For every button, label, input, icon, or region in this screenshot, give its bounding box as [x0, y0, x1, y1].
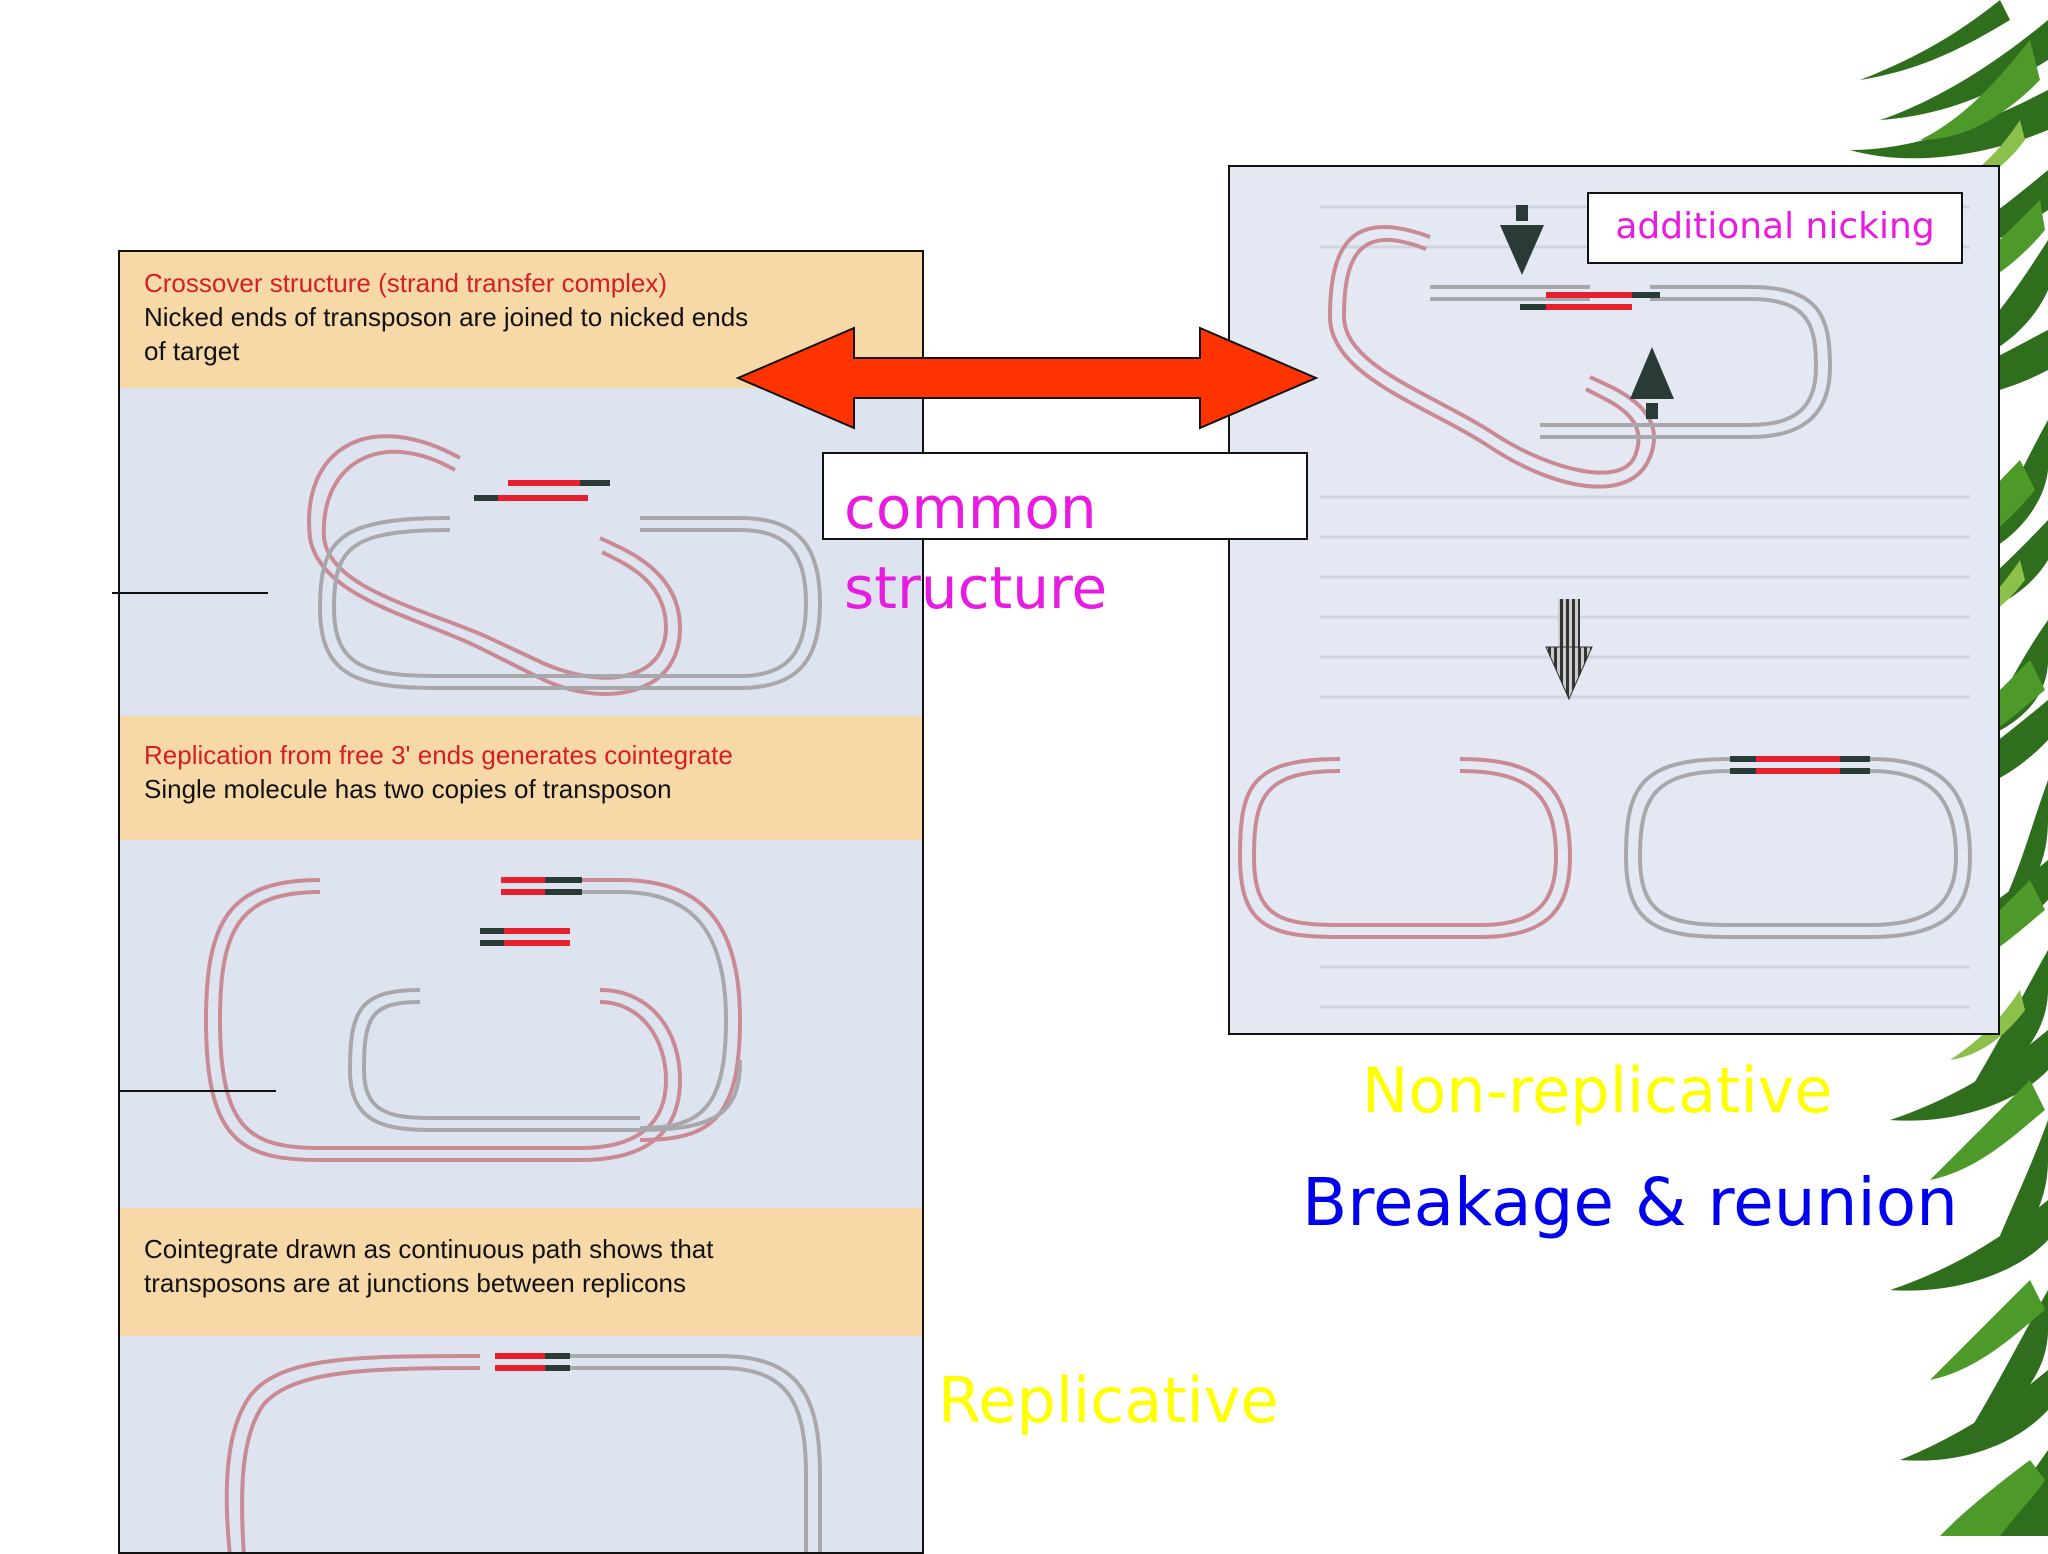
step3-caption-band: Cointegrate drawn as continuous path sho…: [120, 1208, 922, 1336]
non-replicative-transposition-figure: [1228, 165, 2000, 1035]
step2-caption-band: Replication from free 3' ends generates …: [120, 716, 922, 840]
double-headed-arrow-icon: [736, 326, 1319, 430]
step1-text-line2: of target: [144, 336, 240, 366]
pointer-line-1: [112, 592, 268, 594]
continuous-path-diagram: [224, 1353, 822, 1552]
step1-title: Crossover structure (strand transfer com…: [144, 268, 668, 298]
cointegrate-diagram: [203, 877, 743, 1162]
step3-text-line2: transposons are at junctions between rep…: [144, 1268, 686, 1298]
replicative-label: Replicative: [938, 1364, 1279, 1437]
step3-text-line1: Cointegrate drawn as continuous path sho…: [144, 1234, 714, 1264]
breakage-reunion-label: Breakage & reunion: [1302, 1164, 1958, 1241]
additional-nicking-label: additional nicking: [1615, 206, 1935, 247]
step2-text: Single molecule has two copies of transp…: [144, 774, 672, 804]
common-structure-callout: [822, 452, 1308, 540]
nick-arrows: [1500, 205, 1674, 419]
common-structure-label: common structure: [844, 474, 1108, 622]
additional-nicking-callout: additional nicking: [1587, 192, 1963, 264]
step1-text-line1: Nicked ends of transposon are joined to …: [144, 302, 749, 332]
crossover-structure-diagram: [307, 434, 823, 696]
breakage-reunion-diagram: [1237, 205, 1973, 1009]
step1-caption-band: Crossover structure (strand transfer com…: [120, 252, 922, 388]
pointer-line-2: [118, 1090, 276, 1092]
replicative-transposition-figure: Crossover structure (strand transfer com…: [118, 250, 924, 1554]
step2-title: Replication from free 3' ends generates …: [144, 740, 733, 770]
non-replicative-label: Non-replicative: [1362, 1054, 1833, 1127]
